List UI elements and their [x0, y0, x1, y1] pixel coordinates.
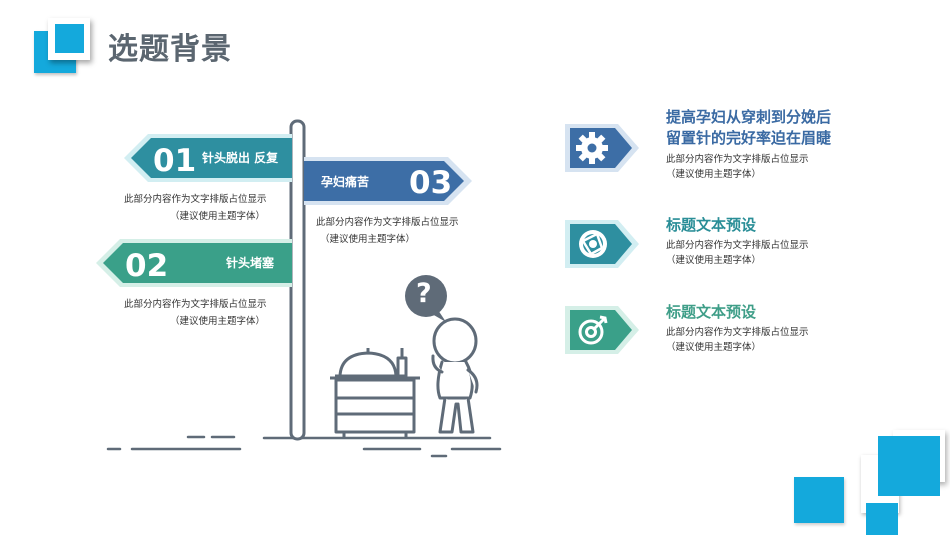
sign-02-board: [103, 243, 292, 283]
sign-02-number: 02: [125, 248, 169, 284]
cart: [330, 348, 420, 438]
caption-sign-01: 此部分内容作为文字排版占位显示（建议使用主题字体）: [124, 194, 267, 222]
ground-lines: [106, 435, 502, 458]
sign-03-label: 孕妇痛苦: [321, 175, 370, 189]
right-item-2-title: 标题文本预设: [666, 216, 757, 234]
aperture-icon: [579, 230, 607, 258]
sign-pole: [289, 119, 306, 441]
aperture-badge: [565, 220, 639, 268]
sign-03-number: 03: [409, 165, 453, 201]
caption-sign-03: 此部分内容作为文字排版占位显示（建议使用主题字体）: [316, 217, 459, 245]
logo-square-front: [48, 18, 90, 60]
right-item-1-title: 提高孕妇从穿刺到分娩后 留置针的完好率迫在眉睫: [666, 108, 832, 147]
right-item-3-title: 标题文本预设: [666, 303, 757, 321]
gear-icon: [576, 132, 608, 164]
right-item-3-caption: 此部分内容作为文字排版占位显示 （建议使用主题字体）: [666, 327, 809, 353]
sign-03-board: [304, 161, 464, 201]
question-mark-icon: ?: [416, 278, 432, 309]
sign-01-number: 01: [153, 143, 197, 179]
deco-square-medium: [794, 477, 844, 523]
deco-square-small: [866, 503, 898, 535]
deco-square-large: [878, 436, 940, 496]
thinking-figure: [431, 317, 479, 434]
page-title: 选题背景: [108, 32, 232, 67]
target-icon: [578, 315, 608, 345]
sign-01-label: 针头脱出 反复: [202, 151, 279, 165]
question-bubble: [405, 275, 447, 322]
sign-02-label: 针头堵塞: [226, 256, 275, 270]
gear-badge: [565, 124, 639, 172]
sign-01-board: [131, 138, 292, 178]
right-item-2-caption: 此部分内容作为文字排版占位显示 （建议使用主题字体）: [666, 240, 809, 266]
caption-sign-02: 此部分内容作为文字排版占位显示（建议使用主题字体）: [124, 299, 267, 327]
target-badge: [565, 306, 639, 354]
right-item-1-caption: 此部分内容作为文字排版占位显示 （建议使用主题字体）: [666, 154, 809, 180]
